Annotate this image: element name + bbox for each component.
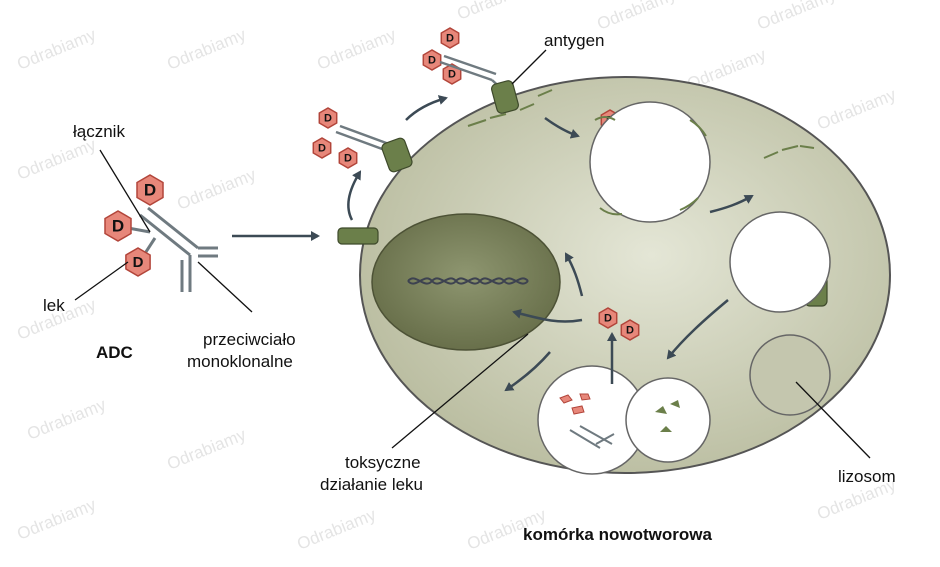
drug-glyph: D	[626, 325, 634, 337]
label-antibody-1: przeciwciało	[203, 330, 296, 349]
lysosome	[749, 334, 831, 416]
membrane-fragments	[467, 89, 815, 159]
drug-hexagon: D	[440, 27, 460, 49]
drug-hexagon: D	[620, 319, 640, 341]
drug-glyph: D	[133, 254, 144, 271]
watermark-text: Odrabiamy	[14, 25, 99, 74]
label-antigen: antygen	[544, 31, 605, 50]
watermark-text: Odrabiamy	[14, 135, 99, 184]
label-lysosome: lizosom	[838, 467, 896, 486]
drug-glyph: D	[324, 113, 332, 125]
drug-hexagon: D	[125, 247, 151, 277]
late-endosome	[729, 211, 831, 313]
watermark-text: Odrabiamy	[174, 165, 259, 214]
lysosome-fusion	[625, 377, 711, 463]
watermark-text: Odrabiamy	[814, 85, 899, 134]
drug-fragments	[559, 393, 680, 449]
drug-glyph: D	[144, 180, 156, 199]
watermark-text: Odrabiamy	[164, 425, 249, 474]
drug-hexagon: D	[598, 307, 618, 329]
leader-lines	[74, 49, 871, 459]
early-endosome	[589, 101, 711, 223]
drug-hexagon: D	[318, 107, 338, 129]
drug-glyph: D	[318, 143, 326, 155]
drug-hexagon: D	[338, 147, 358, 169]
labels: łącznik lek ADC przeciwciało monoklonaln…	[43, 31, 896, 544]
watermark-text: Odrabiamy	[24, 395, 109, 444]
label-antibody-2: monoklonalne	[187, 352, 293, 371]
watermark-text: Odrabiamy	[594, 0, 679, 34]
label-linker: łącznik	[73, 122, 125, 141]
label-adc: ADC	[96, 343, 133, 362]
watermark-text: Odrabiamy	[314, 25, 399, 74]
drug-glyph: D	[446, 33, 454, 45]
watermark-text: Odrabiamy	[454, 0, 539, 24]
watermark-text: Odrabiamy	[754, 0, 839, 34]
label-cell: komórka nowotworowa	[523, 525, 712, 544]
drug-glyph: D	[428, 55, 436, 67]
endosomes	[537, 101, 831, 475]
drug-hexagon: D	[136, 174, 164, 206]
watermark-text: Odrabiamy	[14, 495, 99, 544]
drug-glyph: D	[344, 153, 352, 165]
label-toxic-2: działanie leku	[320, 475, 423, 494]
drug-glyph: D	[112, 216, 124, 235]
label-toxic-1: toksyczne	[345, 453, 421, 472]
label-drug: lek	[43, 296, 65, 315]
nucleus	[371, 213, 561, 351]
drug-hexagon: D	[104, 210, 132, 242]
drug-hexagon: D	[312, 137, 332, 159]
drug-hexagon: D	[422, 49, 442, 71]
drug-glyph: D	[448, 69, 456, 81]
drug-glyph: D	[604, 313, 612, 325]
watermark-text: Odrabiamy	[164, 25, 249, 74]
adc-molecule	[127, 198, 218, 292]
process-arrows	[232, 95, 754, 392]
watermark-text: Odrabiamy	[294, 505, 379, 554]
